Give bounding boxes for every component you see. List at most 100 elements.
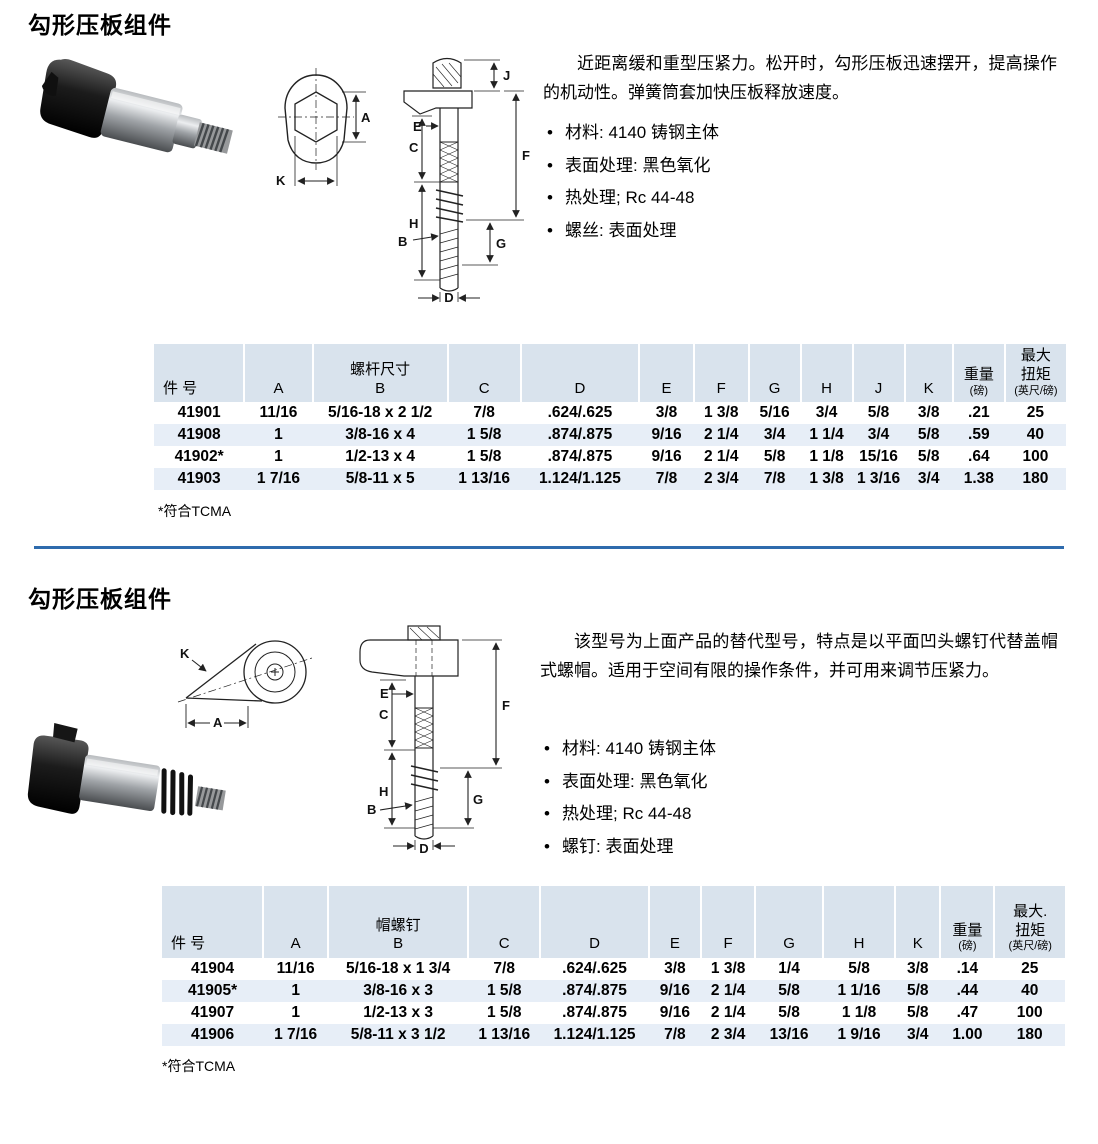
- top-view-drawing-2: K A: [172, 630, 322, 743]
- table-cell: 1 3/8: [704, 404, 739, 422]
- dim-label-h: H: [379, 784, 388, 799]
- table-cell: 5/8: [917, 448, 940, 466]
- table-cell: 1.00: [952, 1026, 983, 1043]
- dim-label-f: F: [502, 698, 510, 713]
- column-header: D: [539, 886, 649, 958]
- dim-label-d: D: [419, 841, 428, 856]
- bullet-material: 材料: 4140 铸钢主体: [542, 736, 716, 762]
- table-cell: .874/.875: [562, 982, 627, 999]
- table-cell: 11/16: [259, 404, 298, 422]
- dim-label-d: D: [444, 290, 453, 305]
- column-header: E: [638, 344, 694, 403]
- table-cell: 3/8-16 x 4: [345, 426, 416, 444]
- column-header: 件 号: [154, 344, 245, 403]
- table-cell: 1 5/8: [486, 1004, 522, 1021]
- dim-label-e: E: [380, 686, 389, 701]
- table-cell: 1 5/8: [466, 426, 502, 444]
- column-header: K: [894, 886, 941, 958]
- table-cell: 1/2-13 x 4: [345, 448, 416, 466]
- dim-label-c: C: [379, 707, 389, 722]
- table-cell: 5/8: [848, 960, 870, 977]
- table-cell: 7/8: [763, 470, 786, 488]
- table-cell: 5/8-11 x 5: [345, 470, 415, 488]
- table-cell: 3/8: [655, 404, 678, 422]
- bullet-finish: 表面处理: 黑色氧化: [542, 769, 716, 795]
- table-cell: .874/.875: [547, 426, 613, 444]
- product-photo: [28, 46, 243, 226]
- dimension-lines: [379, 639, 502, 850]
- table-cell: 2 3/4: [704, 470, 739, 488]
- column-header: A: [243, 344, 313, 403]
- column-header: F: [692, 344, 749, 403]
- spec-bullets: 材料: 4140 铸钢主体 表面处理: 黑色氧化 热处理; Rc 44-48 螺…: [545, 120, 719, 250]
- column-header: K: [903, 344, 953, 403]
- table-cell: 5/8: [906, 982, 929, 999]
- column-header: G: [754, 886, 823, 958]
- table-cell: 2 1/4: [704, 448, 739, 466]
- dim-label-c: C: [409, 140, 419, 155]
- column-header: 最大.扭矩(英尺/磅): [993, 886, 1065, 958]
- side-view-drawing: J F E C H B G D: [386, 50, 536, 313]
- table-cell: 1/4: [778, 960, 800, 977]
- column-header: D: [519, 344, 640, 403]
- table-cell: .59: [968, 426, 990, 444]
- table-cell: .624/.625: [562, 960, 627, 977]
- table-cell: 3/4: [906, 1026, 929, 1043]
- cone-top-view-svg: K A: [177, 640, 313, 730]
- table-cell: 2 1/4: [704, 426, 739, 444]
- hex-top-view-svg: A K: [276, 68, 371, 188]
- table-cell: 1.38: [963, 470, 994, 488]
- table-cell: 41902*: [174, 448, 224, 466]
- table-cell: .874/.875: [562, 1004, 627, 1021]
- table-cell: .47: [956, 1004, 979, 1021]
- table-cell: 3/8: [917, 404, 940, 422]
- table-cell: 40: [1026, 426, 1045, 444]
- dim-label-f: F: [522, 148, 530, 163]
- table-cell: 7/8: [655, 470, 678, 488]
- column-header: 重量(磅): [951, 344, 1005, 403]
- table-cell: 9/16: [651, 426, 682, 444]
- dimension-lines: [294, 91, 366, 186]
- dim-label-k: K: [180, 646, 190, 661]
- table-cell: .64: [968, 448, 990, 466]
- table-cell: 7/8: [664, 1026, 686, 1043]
- table-cell: 41906: [191, 1026, 235, 1043]
- table-cell: 1.124/1.125: [553, 1026, 636, 1043]
- table-cell: 5/8: [778, 982, 800, 999]
- table-cell: 3/4: [815, 404, 838, 422]
- column-header: C: [467, 886, 541, 958]
- description-2: 该型号为上面产品的替代型号，特点是以平面凹头螺钉代替盖帽式螺帽。适用于空间有限的…: [540, 632, 1058, 680]
- dim-label-b: B: [398, 234, 407, 249]
- stud-side-view-2-svg: E F C H B G D: [359, 625, 510, 856]
- bullet-heat-treatment: 热处理; Rc 44-48: [542, 801, 716, 827]
- table-cell: 41905*: [187, 982, 238, 999]
- table-cell: 1 7/16: [274, 1026, 318, 1043]
- table-cell: 11/16: [276, 960, 315, 977]
- table-cell: 3/4: [763, 426, 786, 444]
- table-footnote-2: *符合TCMA: [162, 1058, 236, 1074]
- table-cell: 1 7/16: [256, 470, 301, 488]
- column-header: E: [647, 886, 702, 958]
- table-cell: 41908: [177, 426, 221, 444]
- table-footnote: *符合TCMA: [158, 503, 232, 519]
- table-cell: 41907: [191, 1004, 235, 1021]
- dim-label-h: H: [409, 216, 418, 231]
- spring: [161, 768, 193, 816]
- table-cell: 3/8: [664, 960, 686, 977]
- table-cell: .14: [956, 960, 979, 977]
- column-header: 件 号: [162, 886, 264, 958]
- bullet-screw: 螺丝: 表面处理: [545, 218, 719, 244]
- table-cell: 1 1/8: [809, 448, 844, 466]
- section-divider: [34, 546, 1064, 549]
- dim-label-j: J: [503, 68, 510, 83]
- table-cell: 5/8: [867, 404, 890, 422]
